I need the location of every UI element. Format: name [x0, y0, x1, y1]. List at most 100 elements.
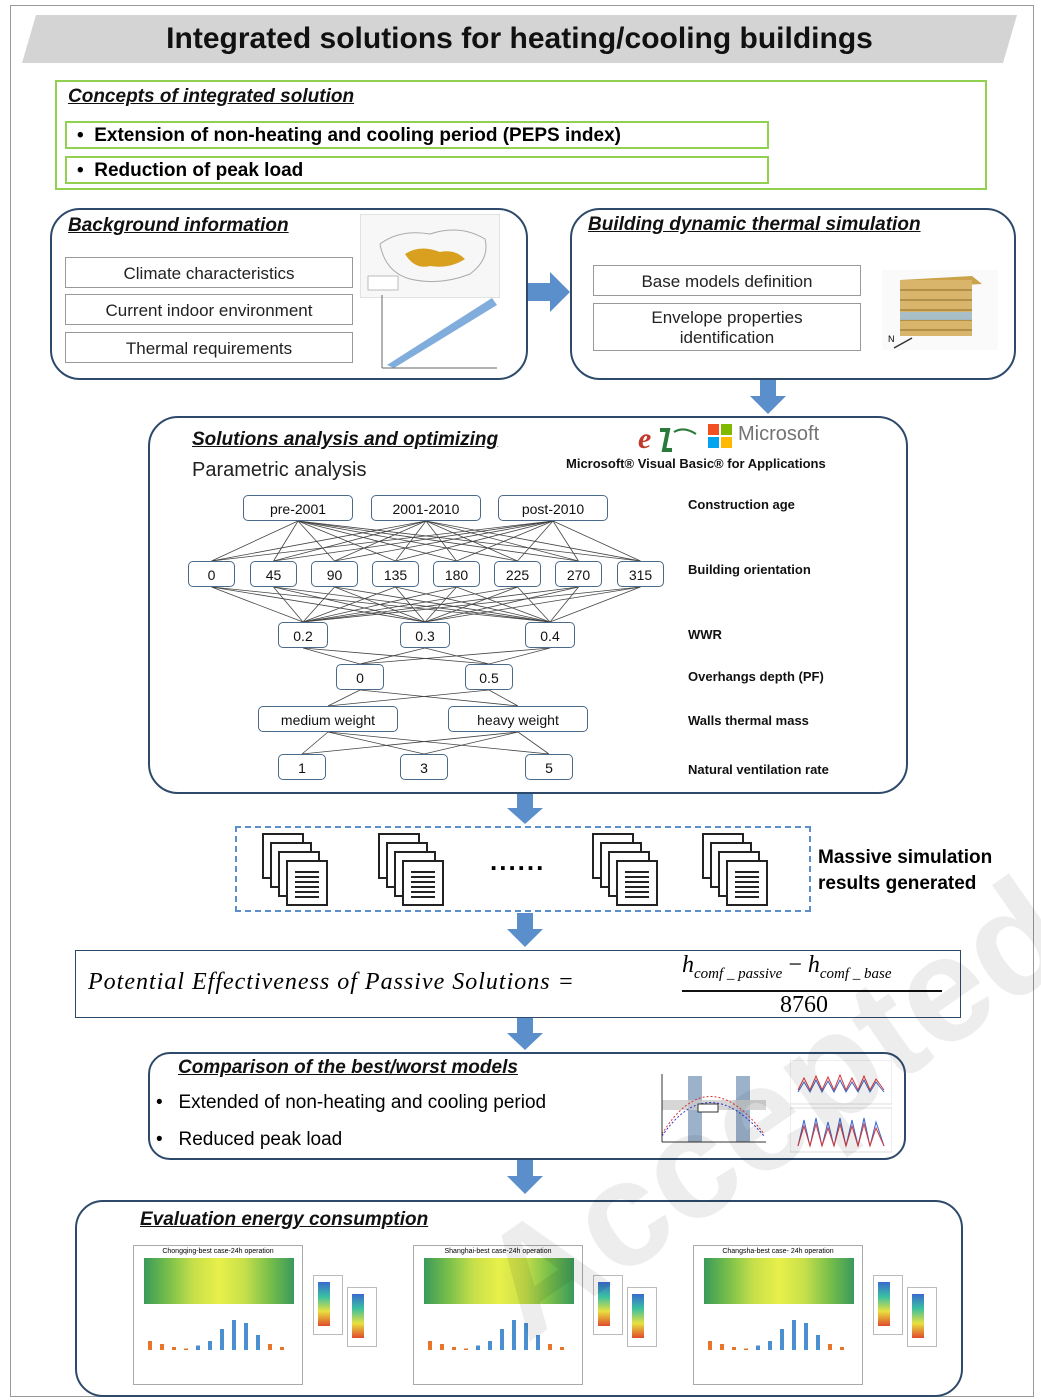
- china-map-image: [360, 214, 500, 298]
- document-icon: [616, 860, 658, 906]
- arrow-down: [750, 380, 786, 414]
- tree-edge: [425, 520, 457, 562]
- north-label: N: [888, 334, 895, 344]
- background-item: Current indoor environment: [65, 294, 353, 325]
- arrow-down: [507, 794, 543, 824]
- massive-label-line: Massive simulation: [818, 847, 993, 868]
- concepts-heading: Concepts of integrated solution: [68, 86, 355, 107]
- formula-lhs: Potential Effectiveness of Passive Solut…: [88, 969, 575, 995]
- param-node: 315: [617, 561, 664, 587]
- tree-edge: [273, 520, 554, 562]
- tree-edge: [359, 647, 551, 665]
- arrow-down: [507, 1160, 543, 1194]
- tree-edge: [297, 520, 396, 562]
- comparison-heading: Comparison of the best/worst models: [178, 1057, 518, 1078]
- comparison-item: • Reduced peak load: [156, 1129, 343, 1150]
- param-node: 0.4: [525, 622, 575, 648]
- colorbar-thumbnail: [347, 1287, 377, 1347]
- ellipsis: ......: [490, 846, 546, 876]
- concept-item-text: Reduction of peak load: [94, 160, 304, 181]
- concept-item-text: Extension of non-heating and cooling per…: [94, 125, 621, 146]
- param-node: 5: [525, 754, 573, 780]
- param-node: 180: [433, 561, 480, 587]
- concept-item: • Extension of non-heating and cooling p…: [65, 121, 769, 149]
- simulation-item: Base models definition: [593, 265, 861, 296]
- tree-edge: [302, 647, 361, 665]
- param-node: 3: [400, 754, 448, 780]
- formula-h: h: [807, 952, 820, 978]
- param-label: Construction age: [688, 497, 795, 512]
- tree-edge: [549, 586, 641, 623]
- temperature-chart-image: [648, 1064, 768, 1150]
- formula-numerator: hcomf _ passive − hcomf _ base: [682, 952, 892, 983]
- comparison-item: • Extended of non-heating and cooling pe…: [156, 1092, 547, 1113]
- formula-box: [75, 950, 961, 1018]
- simulation-heading: Building dynamic thermal simulation: [588, 214, 921, 235]
- consumption-bars: [428, 1320, 564, 1350]
- tree-edge: [302, 647, 490, 665]
- comparison-item-text: Extended of non-heating and cooling peri…: [178, 1092, 547, 1113]
- energy-chart-thumbnail: Shanghai-best case-24h operation: [413, 1245, 583, 1385]
- tree-edge: [302, 586, 457, 623]
- vba-label: Microsoft® Visual Basic® for Application…: [566, 456, 826, 471]
- tree-edge: [297, 520, 335, 562]
- param-node: medium weight: [258, 706, 398, 732]
- arrow-down: [507, 913, 543, 947]
- colorbar-thumbnail: [873, 1275, 903, 1335]
- massive-label: Massive simulation results generated: [818, 845, 992, 897]
- energyplus-logo: e: [638, 422, 697, 455]
- formula-h: h: [682, 952, 694, 978]
- peak-load-chart-image: [790, 1060, 892, 1153]
- tree-edge: [425, 520, 518, 562]
- tree-edge: [297, 520, 457, 562]
- param-label: Building orientation: [688, 562, 811, 577]
- colorbar-thumbnail: [593, 1275, 623, 1335]
- heatmap: [144, 1258, 294, 1304]
- tree-edge: [425, 520, 641, 562]
- comparison-box: [148, 1052, 906, 1160]
- tree-edge: [211, 520, 427, 562]
- tree-edge: [424, 586, 579, 623]
- analysis-heading: Solutions analysis and optimizing: [192, 429, 499, 450]
- consumption-bars: [148, 1320, 284, 1350]
- tree-edge: [211, 520, 554, 562]
- tree-edge: [359, 647, 426, 665]
- tree-edge: [517, 731, 550, 755]
- tree-edge: [549, 586, 579, 623]
- arrow-down: [507, 1018, 543, 1050]
- tree-edge: [456, 520, 554, 562]
- energy-chart-title: Chongqing-best case-24h operation: [162, 1248, 274, 1255]
- param-node: 90: [311, 561, 358, 587]
- energy-chart-title: Shanghai-best case-24h operation: [444, 1248, 552, 1255]
- tree-edge: [297, 520, 579, 562]
- param-node: 270: [555, 561, 602, 587]
- param-node: heavy weight: [448, 706, 588, 732]
- simulation-item: Envelope properties identification: [593, 303, 861, 351]
- param-node: 1: [278, 754, 326, 780]
- svg-text:e: e: [638, 422, 651, 455]
- tree-edge: [552, 520, 641, 562]
- microsoft-logo-icon: [708, 424, 732, 448]
- tree-edge: [359, 689, 519, 707]
- param-node: post-2010: [498, 495, 608, 521]
- results-box: [235, 826, 811, 912]
- param-node: 45: [250, 561, 297, 587]
- tree-edge: [395, 520, 554, 562]
- tree-edge: [552, 520, 579, 562]
- param-node: 0: [188, 561, 235, 587]
- colorbar-thumbnail: [313, 1275, 343, 1335]
- tree-edge: [488, 689, 519, 707]
- tree-edge: [327, 731, 425, 755]
- formula-minus: −: [788, 952, 802, 978]
- tree-edge: [302, 586, 396, 623]
- tree-edge: [327, 689, 490, 707]
- parametric-heading: Parametric analysis: [192, 459, 367, 481]
- tree-edge: [211, 520, 299, 562]
- heatmap: [704, 1258, 854, 1304]
- figure-title: Integrated solutions for heating/cooling…: [166, 22, 873, 55]
- colorbar-thumbnail: [907, 1287, 937, 1347]
- concept-item: • Reduction of peak load: [65, 156, 769, 184]
- tree-edge: [334, 520, 554, 562]
- document-icon: [286, 860, 328, 906]
